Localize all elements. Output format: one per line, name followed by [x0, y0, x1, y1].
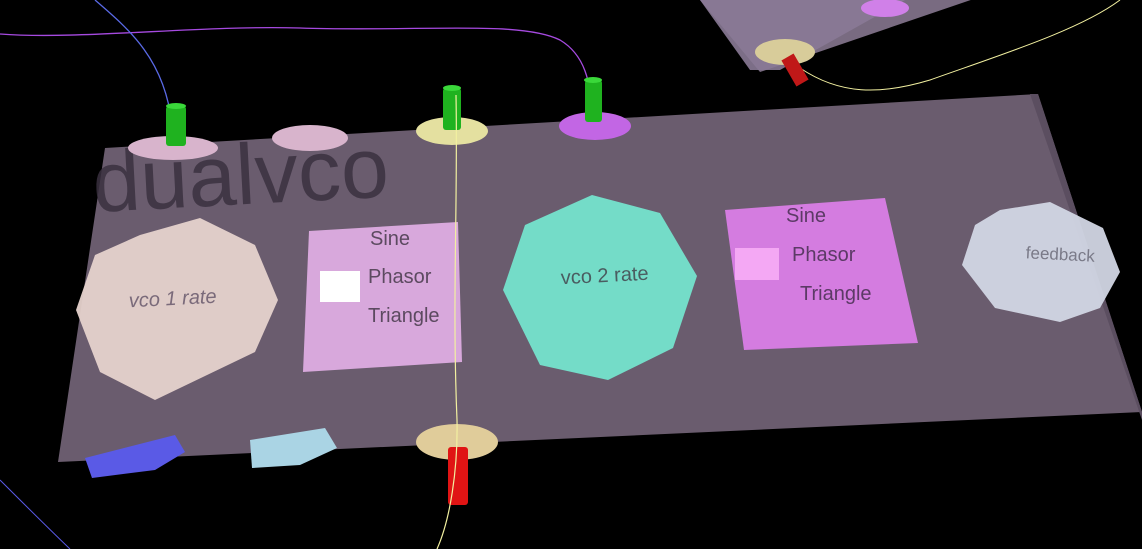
waveform-selector-2[interactable]: Sine Phasor Triangle [725, 198, 918, 350]
selector2-option-phasor[interactable]: Phasor [792, 244, 856, 266]
vco2-rate-knob[interactable]: vco 2 rate [503, 195, 697, 380]
inlet-2[interactable] [272, 125, 348, 151]
inlet-1-plug[interactable] [166, 106, 186, 146]
selector1-option-triangle[interactable]: Triangle [368, 305, 440, 327]
selector2-option-sine[interactable]: Sine [786, 205, 826, 227]
waveform-selector-1[interactable]: Sine Phasor Triangle [303, 222, 462, 372]
cable-blue-bottom-left[interactable] [0, 479, 71, 549]
selector1-option-sine[interactable]: Sine [370, 228, 410, 250]
other-module-outlet-plug[interactable] [781, 53, 809, 87]
selector2-option-triangle[interactable]: Triangle [800, 283, 872, 305]
cable-purple-top[interactable] [0, 26, 595, 121]
other-module-outlet-base [755, 39, 815, 65]
outlet-3-plug[interactable] [448, 447, 468, 505]
inlet-3-plug[interactable] [443, 88, 461, 130]
inlet-1[interactable] [128, 103, 218, 160]
selector1-option-phasor[interactable]: Phasor [368, 266, 432, 288]
cable-blue-top[interactable] [94, 0, 173, 126]
cable-yellow-right[interactable] [799, 0, 1121, 91]
selector2-active-indicator [735, 248, 779, 280]
dualvco-module[interactable]: dualvco vco 1 rate Sine Phasor Triangle … [58, 77, 1142, 549]
inlet-4[interactable] [559, 77, 631, 140]
inlet-4-plug[interactable] [585, 80, 602, 122]
other-module-inlet[interactable] [861, 0, 909, 17]
outlet-2[interactable] [250, 428, 337, 468]
vco2-rate-label: vco 2 rate [560, 263, 649, 290]
vco1-rate-knob[interactable]: vco 1 rate [76, 218, 278, 400]
feedback-knob[interactable]: feedback [962, 202, 1120, 322]
cable-yellow-vertical[interactable] [436, 94, 458, 549]
other-module-top-right[interactable] [700, 0, 1000, 87]
feedback-label: feedback [1025, 243, 1095, 266]
outlet-1[interactable] [85, 435, 185, 478]
selector1-active-indicator [320, 271, 360, 302]
vco1-rate-label: vco 1 rate [128, 286, 217, 313]
inlet-3[interactable] [416, 85, 488, 145]
